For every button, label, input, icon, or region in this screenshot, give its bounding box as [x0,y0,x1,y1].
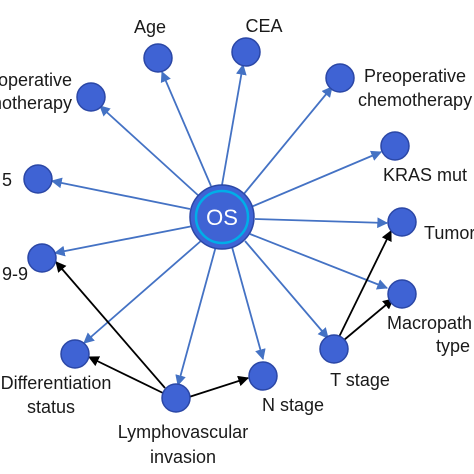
label-cea: CEA [245,16,282,36]
center-node-os: OS [189,184,255,250]
label-postoperative-line1: operative [0,70,72,90]
edge-os-tumor [254,217,389,229]
edge-os-macropath [249,233,389,290]
label-preoperative-line2: chemotherapy [358,90,472,110]
label-9-9: 9-9 [2,264,28,284]
edge-t-stage-tumor [338,230,392,338]
node-kras [380,131,410,161]
edge-os-preoperative-chemo [242,86,333,196]
node-preoperative-chemo [325,63,355,93]
label-macropath-line2: type [436,336,470,356]
edge-os-5 [50,177,191,210]
node-n-stage [248,361,278,391]
node-9-9 [27,243,57,273]
edge-os-kras [250,150,382,208]
edge-os-n-stage [231,246,266,361]
label-age: Age [134,17,166,37]
node-differentiation [60,339,90,369]
label-lymphovascular-line2: invasion [150,447,216,467]
node-cea [231,37,261,67]
edge-os-differentiation [83,239,203,344]
edge-os-9-9 [53,225,194,257]
center-node-label: OS [206,205,238,230]
node-tumor [387,207,417,237]
label-differentiation-line2: status [27,397,75,417]
label-differentiation-line1: Differentiation [1,373,112,393]
edge-os-age [160,71,212,187]
label-lymphovascular-line1: Lymphovascular [118,422,248,442]
label-tumor: Tumor [424,223,474,243]
node-t-stage [319,334,349,364]
node-age [143,43,173,73]
label-macropath-line1: Macropath [387,313,472,333]
label-t-stage: T stage [330,370,390,390]
node-lymphovascular [161,383,191,413]
edge-os-postoperative-chemo [99,105,201,198]
node-macropath [387,279,417,309]
os-edges [50,63,389,387]
edge-os-cea [221,63,247,186]
node-5 [23,164,53,194]
node-postoperative-chemo [76,82,106,112]
label-5: 5 [2,170,12,190]
label-n-stage: N stage [262,395,324,415]
label-preoperative-line1: Preoperative [364,66,466,86]
label-postoperative-line2: motherapy [0,93,72,113]
edge-os-t-stage [244,240,329,339]
edge-t-stage-macropath [343,298,394,341]
label-kras: KRAS mut [383,165,467,185]
covariate-edges [55,230,394,398]
edge-lymphovascular-9-9 [55,261,166,389]
edge-lymphovascular-differentiation [88,356,164,394]
edge-os-lymphovascular [175,245,217,387]
edge-lymphovascular-n-stage [188,375,250,398]
